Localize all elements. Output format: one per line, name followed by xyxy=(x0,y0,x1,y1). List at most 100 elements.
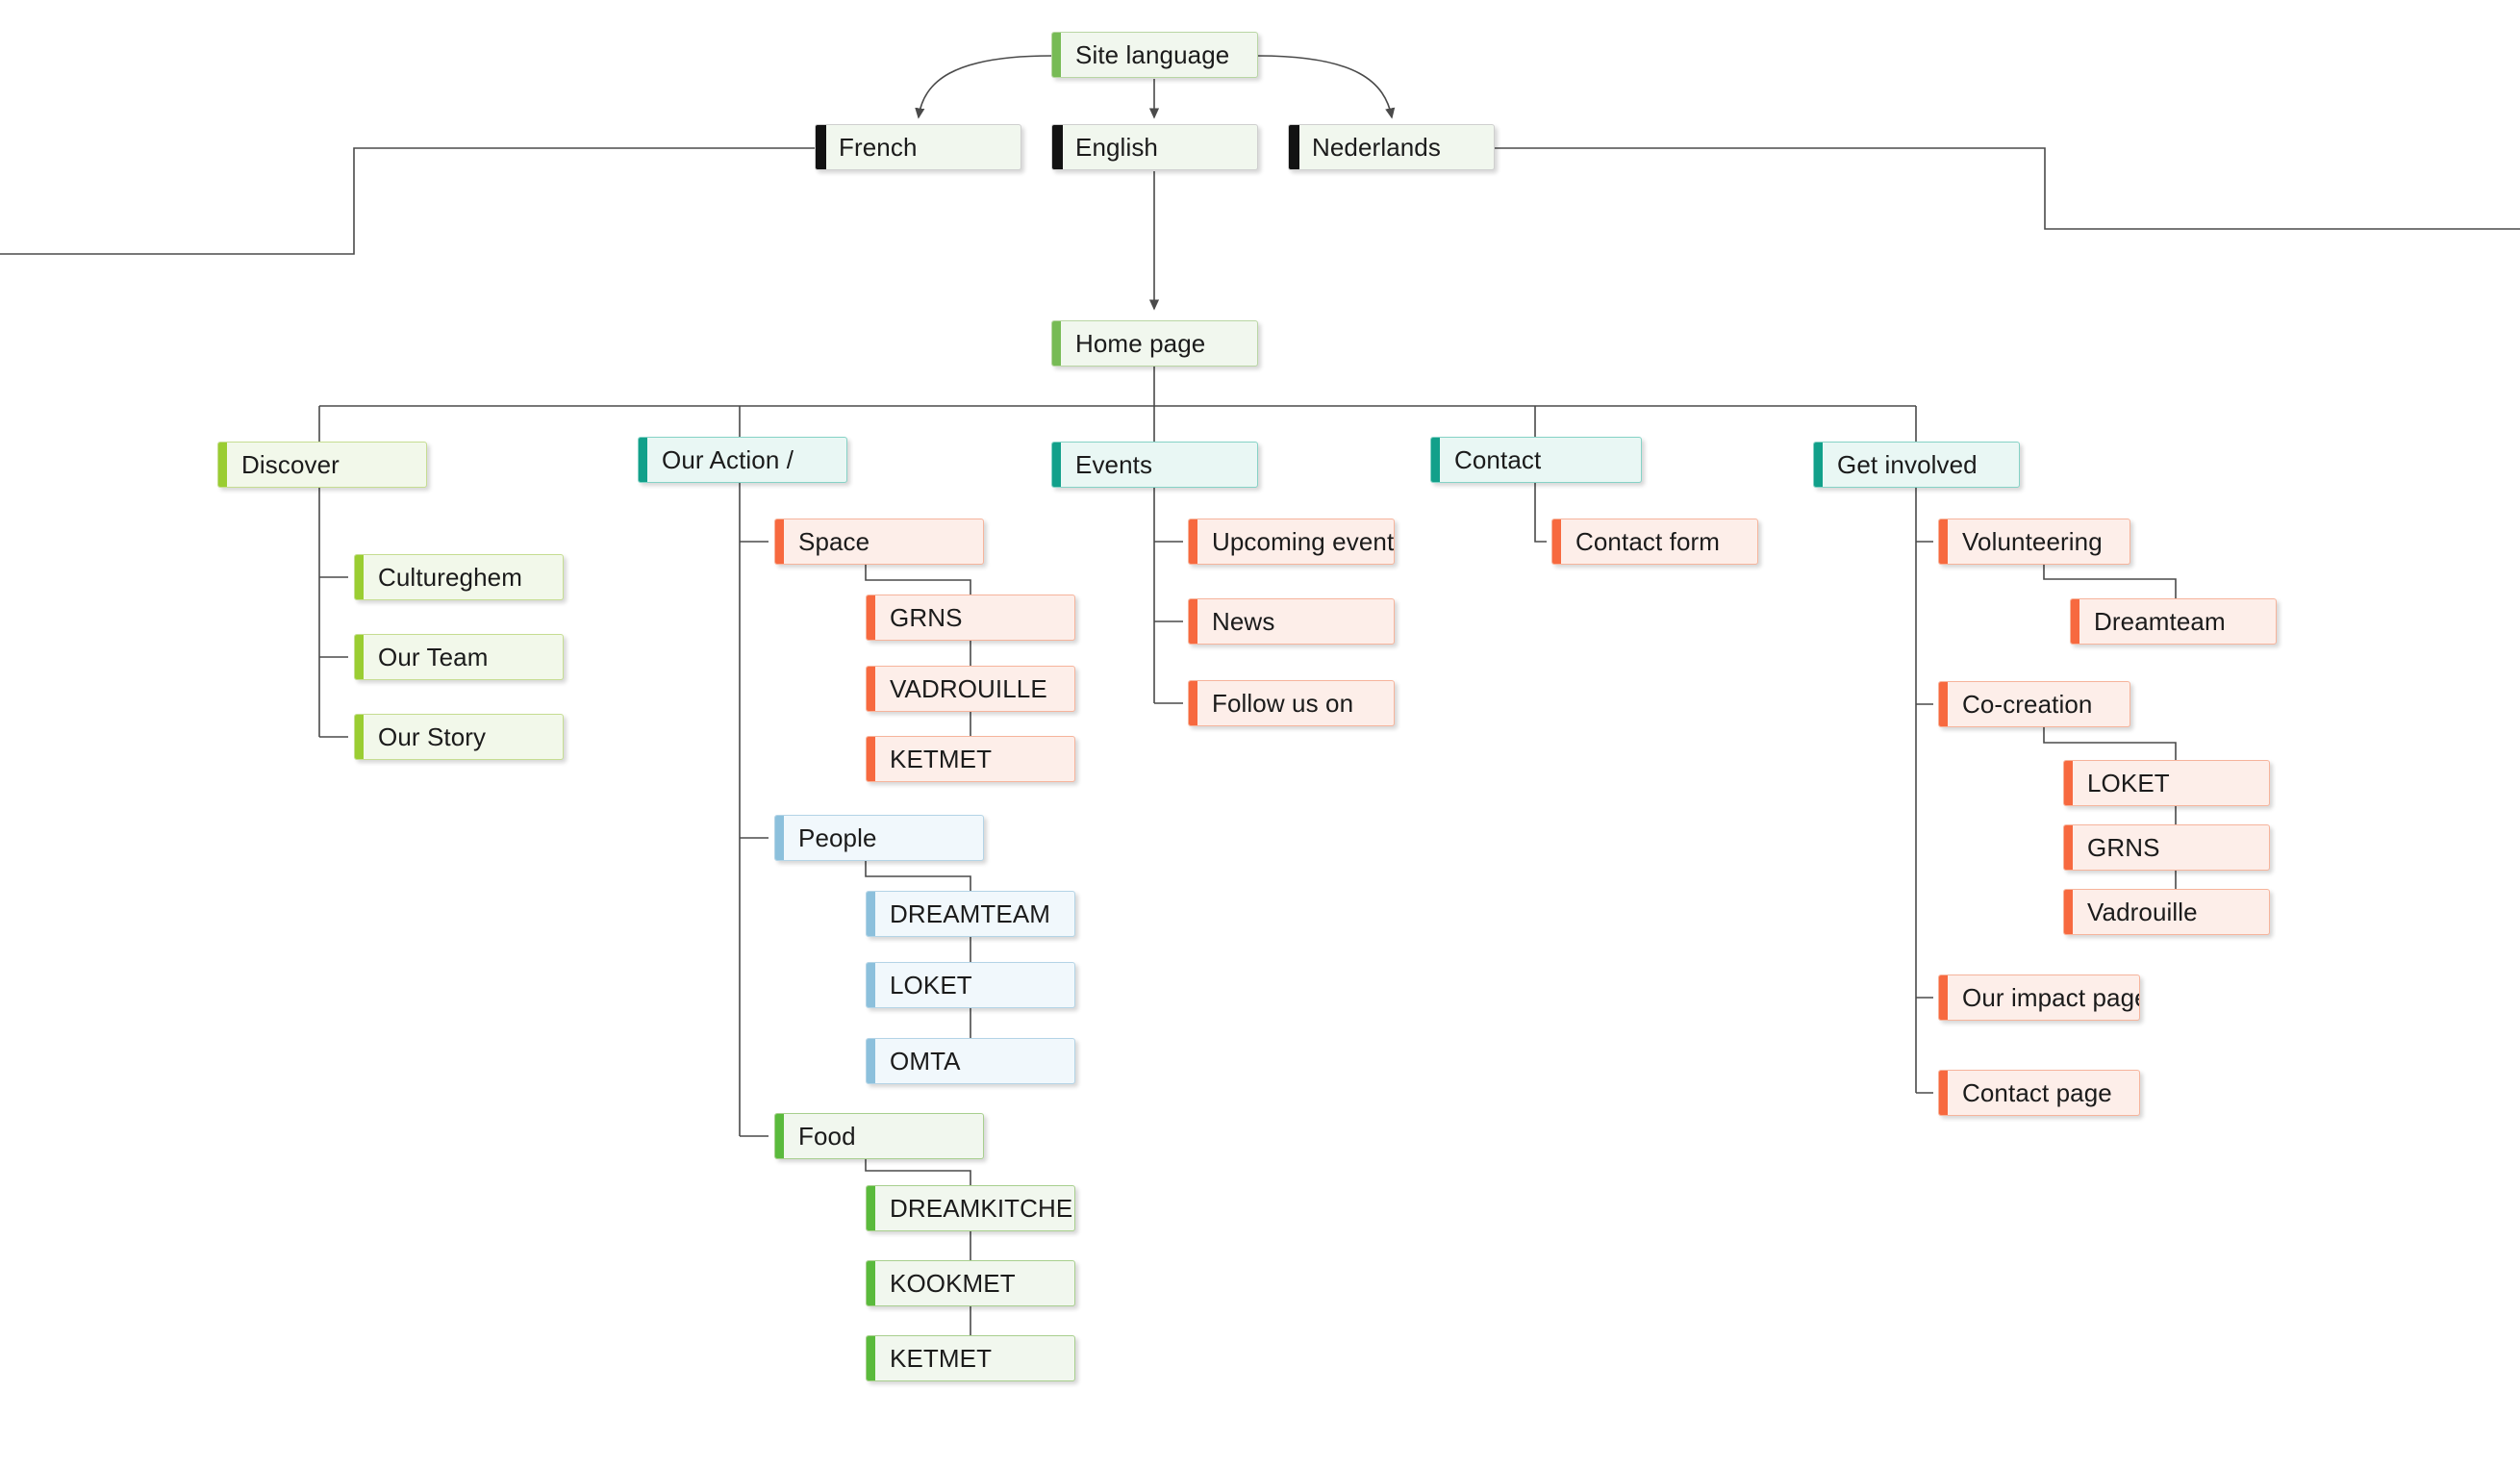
node-accent-bar xyxy=(775,519,784,564)
node-accent-bar xyxy=(816,125,826,169)
node-loket-get-involved[interactable]: LOKET xyxy=(2063,760,2270,806)
node-label: Co-creation xyxy=(1962,689,2093,719)
node-label: Home page xyxy=(1075,328,1206,358)
node-label: DREAMKITCHEN xyxy=(890,1193,1075,1223)
node-grns-get-involved[interactable]: GRNS xyxy=(2063,824,2270,871)
node-accent-bar xyxy=(867,892,875,936)
node-vadrouille-get-involved[interactable]: Vadrouille xyxy=(2063,889,2270,935)
node-dreamteam-get-involved[interactable]: Dreamteam xyxy=(2070,598,2277,645)
node-label: English xyxy=(1075,132,1158,162)
node-label: News xyxy=(1212,606,1275,636)
node-accent-bar xyxy=(2064,761,2073,805)
node-contact-page[interactable]: Contact page xyxy=(1938,1070,2140,1116)
node-accent-bar xyxy=(775,816,784,860)
node-nederlands[interactable]: Nederlands xyxy=(1288,124,1495,170)
node-label: Site language xyxy=(1075,39,1230,69)
node-upcoming-events[interactable]: Upcoming events xyxy=(1188,519,1395,565)
node-accent-bar xyxy=(775,1114,784,1158)
node-accent-bar xyxy=(867,1261,875,1305)
node-label: VADROUILLE xyxy=(890,673,1047,703)
node-accent-bar xyxy=(1939,682,1948,726)
node-english[interactable]: English xyxy=(1051,124,1258,170)
node-accent-bar xyxy=(867,1186,875,1230)
node-accent-bar xyxy=(1289,125,1299,169)
node-accent-bar xyxy=(1052,321,1061,366)
node-accent-bar xyxy=(1052,443,1061,487)
node-label: Dreamteam xyxy=(2094,606,2226,636)
node-co-creation[interactable]: Co-creation xyxy=(1938,681,2130,727)
node-accent-bar xyxy=(867,1336,875,1380)
node-people[interactable]: People xyxy=(774,815,984,861)
node-dreamkitchen[interactable]: DREAMKITCHEN xyxy=(866,1185,1075,1231)
node-kookmet[interactable]: KOOKMET xyxy=(866,1260,1075,1306)
node-label: LOKET xyxy=(890,970,972,1000)
node-accent-bar xyxy=(1189,599,1197,644)
node-follow-us-on[interactable]: Follow us on xyxy=(1188,680,1395,726)
node-accent-bar xyxy=(867,667,875,711)
node-contact[interactable]: Contact xyxy=(1430,437,1642,483)
node-accent-bar xyxy=(867,963,875,1007)
node-french[interactable]: French xyxy=(815,124,1021,170)
node-label: Contact form xyxy=(1575,526,1721,556)
node-ketmet-space[interactable]: KETMET xyxy=(866,736,1075,782)
node-accent-bar xyxy=(355,715,364,759)
node-events[interactable]: Events xyxy=(1051,442,1258,488)
node-ketmet-food[interactable]: KETMET xyxy=(866,1335,1075,1381)
node-site-language[interactable]: Site language xyxy=(1051,32,1258,78)
node-our-action[interactable]: Our Action / xyxy=(638,437,847,483)
node-accent-bar xyxy=(867,595,875,640)
node-label: Get involved xyxy=(1837,449,1978,479)
node-label: Our Team xyxy=(378,642,489,671)
node-cultureghem[interactable]: Cultureghem xyxy=(354,554,564,600)
node-accent-bar xyxy=(2064,890,2073,934)
node-label: Space xyxy=(798,526,870,556)
node-label: DREAMTEAM xyxy=(890,899,1051,928)
node-accent-bar xyxy=(1189,519,1197,564)
node-label: KETMET xyxy=(890,1343,993,1373)
node-accent-bar xyxy=(1939,1071,1948,1115)
node-accent-bar xyxy=(2064,825,2073,870)
node-label: OMTA xyxy=(890,1046,961,1076)
node-label: Upcoming events xyxy=(1212,526,1395,556)
node-label: Our Story xyxy=(378,721,487,751)
node-label: Our Action / xyxy=(662,444,794,474)
node-accent-bar xyxy=(355,555,364,599)
node-accent-bar xyxy=(1431,438,1440,482)
node-label: Cultureghem xyxy=(378,562,522,592)
node-label: Vadrouille xyxy=(2087,897,2198,926)
node-space[interactable]: Space xyxy=(774,519,984,565)
node-grns-space[interactable]: GRNS xyxy=(866,595,1075,641)
node-label: KOOKMET xyxy=(890,1268,1016,1298)
node-label: Events xyxy=(1075,449,1153,479)
node-home-page[interactable]: Home page xyxy=(1051,320,1258,367)
node-get-involved[interactable]: Get involved xyxy=(1813,442,2020,488)
node-label: Volunteering xyxy=(1962,526,2103,556)
node-accent-bar xyxy=(1939,975,1948,1020)
node-accent-bar xyxy=(867,1039,875,1083)
node-our-impact-page[interactable]: Our impact page xyxy=(1938,974,2140,1021)
node-label: Contact xyxy=(1454,444,1542,474)
node-accent-bar xyxy=(2071,599,2079,644)
node-our-team[interactable]: Our Team xyxy=(354,634,564,680)
node-accent-bar xyxy=(218,443,227,487)
node-food[interactable]: Food xyxy=(774,1113,984,1159)
node-loket-people[interactable]: LOKET xyxy=(866,962,1075,1008)
node-volunteering[interactable]: Volunteering xyxy=(1938,519,2130,565)
node-label: GRNS xyxy=(890,602,963,632)
node-accent-bar xyxy=(1052,125,1063,169)
node-omta[interactable]: OMTA xyxy=(866,1038,1075,1084)
node-accent-bar xyxy=(355,635,364,679)
node-news[interactable]: News xyxy=(1188,598,1395,645)
node-label: Food xyxy=(798,1121,856,1151)
node-label: Follow us on xyxy=(1212,688,1354,718)
node-dreamteam-upper[interactable]: DREAMTEAM xyxy=(866,891,1075,937)
node-accent-bar xyxy=(1552,519,1561,564)
node-label: Our impact page xyxy=(1962,982,2140,1012)
node-accent-bar xyxy=(1189,681,1197,725)
node-discover[interactable]: Discover xyxy=(217,442,427,488)
node-our-story[interactable]: Our Story xyxy=(354,714,564,760)
node-vadrouille-upper[interactable]: VADROUILLE xyxy=(866,666,1075,712)
node-accent-bar xyxy=(1939,519,1948,564)
node-contact-form[interactable]: Contact form xyxy=(1551,519,1758,565)
